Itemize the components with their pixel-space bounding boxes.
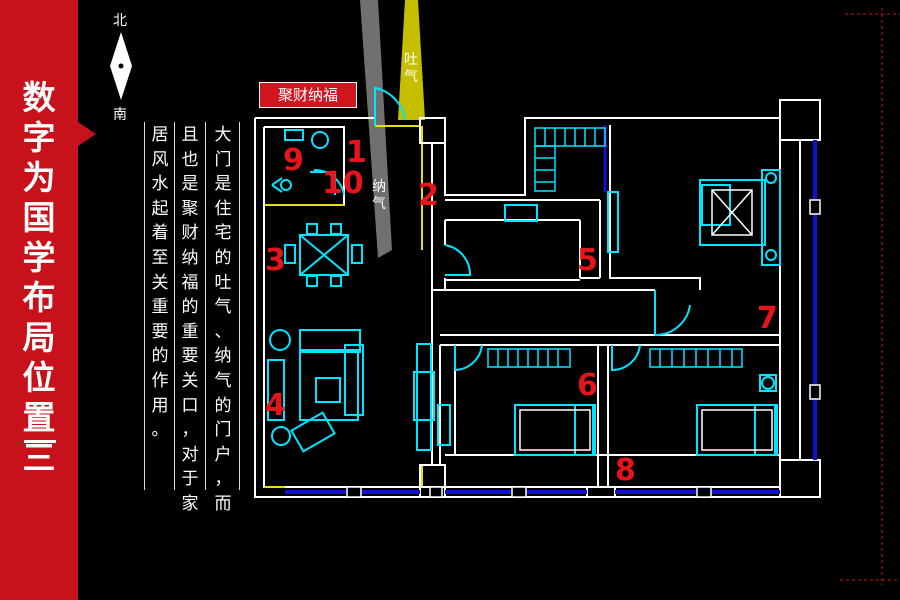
wardrobes (487, 127, 743, 368)
description-column-3: 居风水起着至关重要的作用。 (151, 125, 169, 441)
description-column-1: 大门是住宅的吐气、纳气的门户，而 (214, 125, 232, 514)
divider-line (239, 122, 240, 490)
divider-line (174, 122, 175, 490)
room-numbers: 1 2 3 4 5 6 7 8 9 10 (265, 135, 778, 488)
fortune-tag: 聚财纳福 (259, 82, 357, 108)
room-number-3: 3 (265, 243, 286, 278)
sidebar-title-underline (24, 440, 56, 443)
room-number-4: 4 (265, 388, 286, 423)
room-number-9: 9 (283, 143, 304, 178)
compass-north-label: 北 (113, 13, 127, 29)
divider-line (144, 122, 145, 490)
inflow-label-text: 纳气 (372, 179, 386, 212)
walls (254, 99, 821, 498)
outflow-beam (398, 0, 425, 120)
compass-south-label: 南 (113, 107, 127, 123)
sidebar (0, 0, 78, 600)
room-number-7: 7 (757, 301, 778, 336)
room-number-10: 10 (322, 166, 364, 201)
room-number-1: 1 (346, 135, 367, 170)
outflow-label: 吐气 (402, 52, 420, 86)
compass-icon (110, 32, 132, 100)
sidebar-pointer-icon (78, 122, 96, 146)
sidebar-title-text: 数字为国学布局位置三 (22, 78, 56, 477)
room-number-6: 6 (577, 368, 598, 403)
outflow-label-text: 吐气 (404, 52, 418, 85)
room-number-5: 5 (577, 243, 598, 278)
room-number-2: 2 (418, 178, 439, 213)
window-frames (346, 199, 821, 498)
description-column-2: 且也是聚财纳福的重要关口，对于家 (181, 125, 199, 514)
inflow-label: 纳气 (370, 179, 388, 213)
divider-line (205, 122, 206, 490)
sidebar-title: 数字为国学布局位置三 (0, 78, 78, 478)
windows (285, 140, 817, 494)
inflow-beam (360, 0, 392, 258)
decorative-frame (840, 8, 900, 585)
bedding (519, 189, 773, 451)
room-number-8: 8 (615, 453, 636, 488)
furniture (267, 86, 781, 456)
